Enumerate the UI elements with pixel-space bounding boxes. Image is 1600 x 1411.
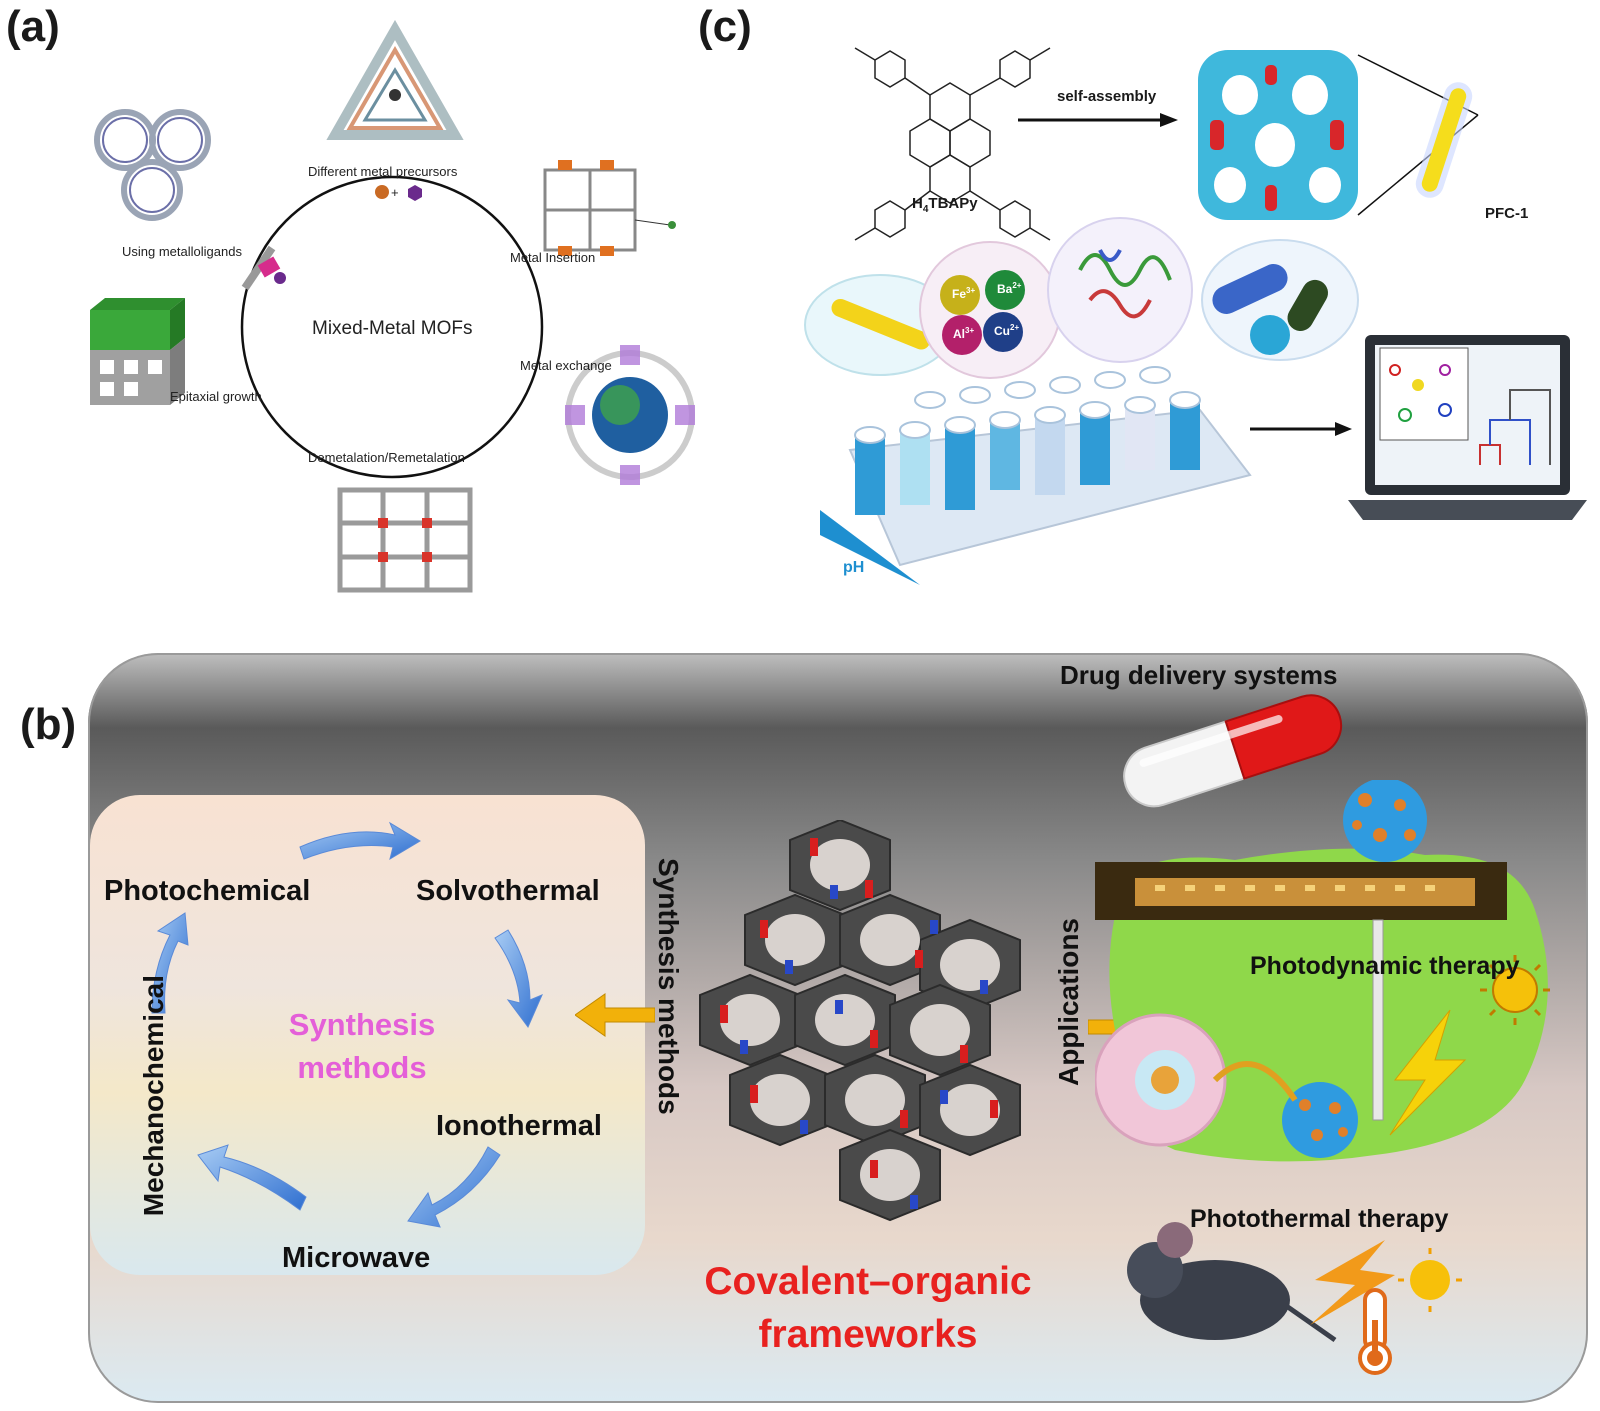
panel-a-label: (a) <box>6 2 60 51</box>
drug-delivery-label: Drug delivery systems <box>1060 660 1338 690</box>
h4tbapy-label: H4TBAPy <box>912 195 978 215</box>
pfc1-label: PFC-1 <box>1485 205 1529 222</box>
protein-bubble <box>1047 217 1193 363</box>
bacteria-bubble <box>1201 239 1359 361</box>
synthesis-title-line2: methods <box>297 1050 427 1085</box>
applications-vertical-label: Applications <box>1053 918 1084 1087</box>
ph-wedge <box>820 510 920 585</box>
cof-framework-illustration <box>699 820 1021 1222</box>
epitaxial-growth-cube <box>90 298 185 405</box>
epitaxial-growth-label: Epitaxial growth <box>170 389 262 404</box>
well-plate <box>848 366 1252 567</box>
mixed-metal-mofs-circle <box>240 175 544 479</box>
arrow-solvo-to-iono <box>494 929 543 1028</box>
synthesis-methods-box <box>90 795 645 1275</box>
lightning-bolt-top <box>1389 1009 1467 1136</box>
photochemical-label: Photochemical <box>104 875 311 907</box>
ion-cu: Cu2+ <box>994 323 1020 338</box>
ion-al: Al3+ <box>953 326 975 341</box>
pfc1-framework <box>1198 50 1358 220</box>
ion-fe: Fe3+ <box>952 286 976 301</box>
arrow-photo-to-solvo <box>299 821 421 861</box>
metal-exchange-label: Metal exchange <box>520 358 612 373</box>
ph-label: pH <box>843 559 865 576</box>
synthesis-methods-title: Synthesis methods <box>272 1003 452 1089</box>
arrow-mechano-to-photo <box>151 912 189 1014</box>
metal-insertion-label: Metal Insertion <box>510 250 596 265</box>
synthesis-cycle-arrows <box>151 821 543 1228</box>
mechanochemical-label: Mechanochemical <box>138 975 169 1217</box>
solvothermal-label: Solvothermal <box>416 875 600 907</box>
metal-precursor-orange <box>375 185 389 199</box>
panel-c-diagram <box>804 47 1587 585</box>
metal-ions-bubble <box>919 241 1061 379</box>
arrow-iono-to-micro <box>407 1146 501 1228</box>
photothermal-therapy-label: Photothermal therapy <box>1190 1205 1449 1233</box>
panel-a-diagram <box>90 20 695 593</box>
cof-title-line2: frameworks <box>758 1313 978 1356</box>
plus-sign: + <box>391 185 399 200</box>
sun-icon-top <box>1480 955 1550 1025</box>
h4tbapy-molecule <box>854 47 1051 241</box>
gold-arrow-left <box>575 993 655 1037</box>
ionothermal-label: Ionothermal <box>436 1110 602 1142</box>
demetalation-grid <box>337 487 473 593</box>
panel-b-label: (b) <box>20 700 77 749</box>
capsule-illustration <box>1123 694 1343 808</box>
cof-title-line1: Covalent–organic <box>704 1260 1032 1303</box>
metal-precursor-purple <box>408 185 422 201</box>
lightning-bolt-bottom <box>1310 1240 1395 1325</box>
different-metal-precursors-label: Different metal precursors <box>308 164 458 179</box>
panel-c-label: (c) <box>698 2 752 51</box>
microwave-label: Microwave <box>282 1242 431 1274</box>
demetalation-remetalation-label: Demetalation/Remetalation <box>308 450 465 465</box>
mixed-metal-mofs-label: Mixed-Metal MOFs <box>312 318 473 339</box>
metal-insertion-framework <box>543 160 676 256</box>
arrow-micro-to-mechano <box>197 1144 307 1211</box>
pfc1-rod <box>1415 82 1473 198</box>
cof-title: Covalent–organic frameworks <box>683 1255 1053 1361</box>
rod-bubble <box>804 274 956 376</box>
using-metalloligands-label: Using metalloligands <box>122 244 242 259</box>
mouse-illustration <box>1127 1222 1337 1343</box>
self-assembly-label: self-assembly <box>1057 88 1157 105</box>
thermometer-icon <box>1358 1288 1392 1375</box>
synthesis-title-line1: Synthesis <box>288 1007 436 1042</box>
applications-scene <box>1095 780 1550 1375</box>
hexagonal-mof-illustration <box>94 109 211 221</box>
laptop-illustration <box>1348 335 1587 520</box>
ion-ba: Ba2+ <box>997 281 1022 296</box>
photodynamic-therapy-label: Photodynamic therapy <box>1250 952 1520 980</box>
sun-icon-bottom <box>1398 1248 1462 1312</box>
metalloligand-illustration <box>241 245 286 291</box>
triangular-mof-illustration <box>326 20 464 140</box>
synthesis-methods-vertical-label: Synthesis methods <box>653 858 684 1115</box>
metal-exchange-globe <box>565 345 695 485</box>
